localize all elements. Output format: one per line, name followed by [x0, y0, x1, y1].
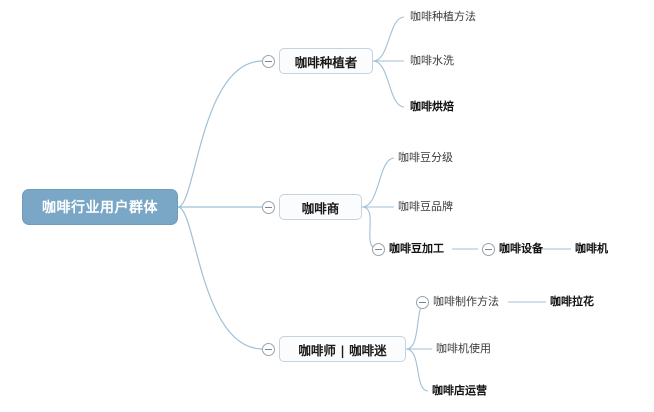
leaf-node-latte-art-label: 咖啡拉花	[550, 295, 594, 308]
toggle-branch-coffee-merchant[interactable]	[262, 201, 275, 214]
branch-node-coffee-merchant-label: 咖啡商	[301, 200, 340, 216]
toggle-leaf-bean-processing[interactable]	[372, 243, 385, 256]
leaf-node-bean-brand-label: 咖啡豆品牌	[398, 200, 453, 213]
branch-node-coffee-merchant[interactable]: 咖啡商	[279, 194, 362, 220]
leaf-node-bean-processing-label: 咖啡豆加工	[389, 242, 444, 255]
leaf-node-washing[interactable]: 咖啡水洗	[410, 53, 454, 69]
branch-node-coffee-grower[interactable]: 咖啡种植者	[279, 48, 373, 74]
leaf-node-coffee-equipment-label: 咖啡设备	[499, 242, 543, 255]
root-node[interactable]: 咖啡行业用户群体	[22, 189, 178, 225]
leaf-node-bean-grading-label: 咖啡豆分级	[398, 151, 453, 164]
toggle-leaf-brewing-method[interactable]	[416, 296, 429, 309]
leaf-node-roasting[interactable]: 咖啡烘焙	[410, 99, 454, 115]
leaf-node-brewing-method[interactable]: 咖啡制作方法	[433, 294, 499, 310]
branch-node-barista-enthusiast-label: 咖啡师 | 咖啡迷	[298, 342, 387, 358]
leaf-node-bean-processing[interactable]: 咖啡豆加工	[389, 241, 444, 257]
connector-branch2-to-child1	[361, 157, 395, 208]
leaf-node-shop-operation[interactable]: 咖啡店运营	[432, 383, 487, 399]
branch-node-coffee-grower-label: 咖啡种植者	[294, 54, 358, 70]
leaf-node-machine-usage[interactable]: 咖啡机使用	[436, 341, 491, 357]
leaf-node-bean-grading[interactable]: 咖啡豆分级	[398, 150, 453, 166]
leaf-node-washing-label: 咖啡水洗	[410, 54, 454, 67]
leaf-node-brewing-method-label: 咖啡制作方法	[433, 295, 499, 308]
connector-branch1-to-child1	[372, 16, 405, 62]
leaf-node-latte-art[interactable]: 咖啡拉花	[550, 294, 594, 310]
connector-branch1-to-child3	[372, 60, 405, 108]
leaf-node-planting-method-label: 咖啡种植方法	[410, 10, 476, 23]
root-node-label: 咖啡行业用户群体	[42, 200, 158, 216]
toggle-branch-barista-enthusiast[interactable]	[262, 343, 275, 356]
toggle-leaf-coffee-equipment[interactable]	[482, 243, 495, 256]
toggle-branch-coffee-grower[interactable]	[262, 55, 275, 68]
leaf-node-roasting-label: 咖啡烘焙	[410, 100, 454, 113]
connector-root-to-branch3	[177, 206, 263, 350]
branch-node-barista-enthusiast[interactable]: 咖啡师 | 咖啡迷	[279, 336, 406, 362]
connector-branch3-to-child1	[405, 301, 427, 350]
connector-branch3-to-child3	[405, 348, 429, 392]
leaf-node-coffee-machine[interactable]: 咖啡机	[575, 241, 608, 257]
leaf-node-shop-operation-label: 咖啡店运营	[432, 384, 487, 397]
leaf-node-planting-method[interactable]: 咖啡种植方法	[410, 9, 476, 25]
leaf-node-machine-usage-label: 咖啡机使用	[436, 342, 491, 355]
leaf-node-coffee-equipment[interactable]: 咖啡设备	[499, 241, 543, 257]
leaf-node-bean-brand[interactable]: 咖啡豆品牌	[398, 199, 453, 215]
connector-root-to-branch1	[177, 60, 263, 208]
leaf-node-coffee-machine-label: 咖啡机	[575, 242, 608, 255]
